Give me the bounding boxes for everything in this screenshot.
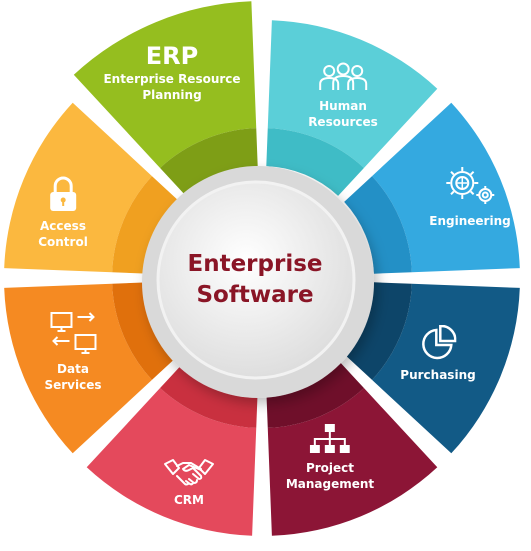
team-icon (319, 62, 367, 90)
segment-label-data-services: Data Services (44, 311, 102, 393)
gears-icon (446, 167, 494, 204)
ac-line2: Control (38, 235, 88, 249)
pm-line2: Management (285, 477, 375, 491)
hub-center (156, 180, 356, 380)
segment-project-management (267, 388, 438, 536)
pm-line1: Project (305, 461, 355, 475)
segment-access-control (4, 102, 152, 273)
pie-chart-icon (421, 325, 456, 360)
erp-line2: Planning (142, 88, 202, 102)
center-title: Enterprise Software (187, 249, 322, 311)
handshake-icon (164, 459, 214, 486)
segment-label-engineering: Engineering (429, 163, 511, 229)
erp-title: ERP (145, 42, 199, 70)
ds-line2: Services (44, 378, 102, 392)
segment-inner-data-services (112, 282, 180, 380)
segment-inner-purchasing (344, 282, 412, 380)
segment-purchasing (372, 283, 520, 454)
ds-line1: Data (57, 362, 89, 376)
segment-label-crm: CRM (163, 456, 215, 508)
lock-icon (49, 176, 76, 211)
segment-crm (86, 388, 257, 536)
segment-label-access-control: Access Control (38, 176, 88, 250)
erp-line1: Enterprise Resource (103, 72, 241, 86)
crm-line1: CRM (174, 493, 204, 507)
eng-line1: Engineering (429, 214, 511, 228)
segment-label-erp: ERP Enterprise Resource Planning (103, 41, 240, 103)
segment-data-services (4, 283, 152, 454)
segment-inner-crm (160, 360, 258, 428)
segment-inner-human-resources (266, 128, 364, 196)
hr-line2: Resources (308, 115, 378, 129)
segment-label-purchasing: Purchasing (400, 325, 476, 383)
segment-label-project-management: Project Management (286, 424, 374, 492)
data-transfer-icon (50, 312, 96, 354)
segment-inner-project-management (266, 360, 364, 428)
segment-engineering (372, 102, 520, 273)
hierarchy-icon (310, 424, 350, 453)
hr-line1: Human (319, 99, 367, 113)
segment-human-resources (267, 20, 438, 168)
center-line2: Software (196, 282, 314, 308)
center-line1: Enterprise (187, 251, 323, 277)
segment-inner-engineering (344, 176, 412, 274)
ac-line1: Access (40, 219, 86, 233)
pur-line1: Purchasing (400, 368, 476, 382)
segment-inner-erp (160, 128, 258, 196)
segment-erp (73, 1, 257, 168)
segment-label-human-resources: Human Resources (308, 62, 378, 130)
segment-inner-access-control (112, 176, 180, 274)
